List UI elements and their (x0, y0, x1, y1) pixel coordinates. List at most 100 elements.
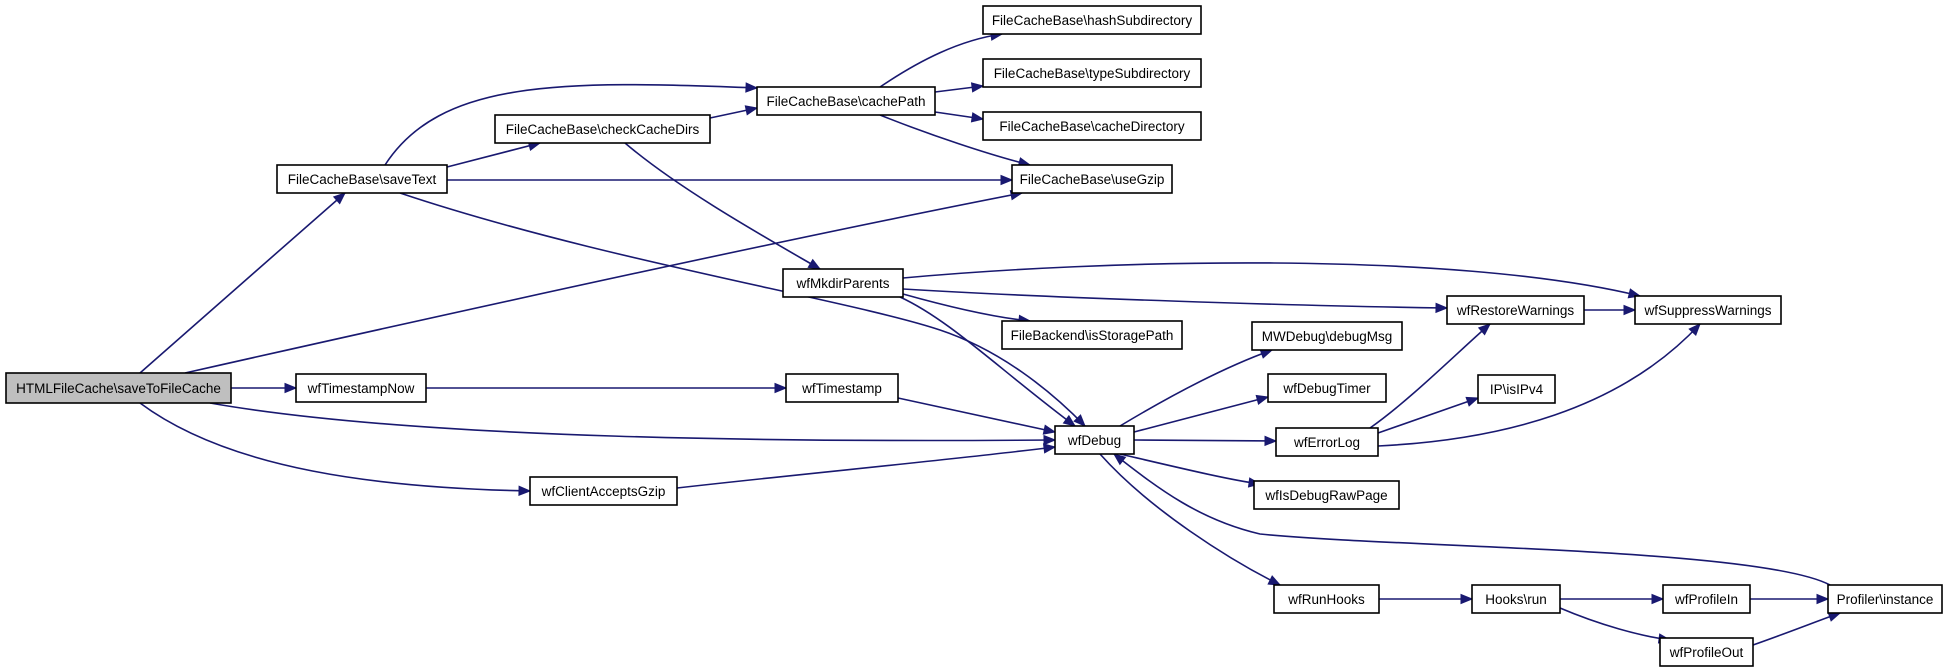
node-wfProfileIn[interactable]: wfProfileIn (1662, 584, 1751, 614)
arrowhead-icon (1062, 414, 1077, 427)
node-box[interactable] (785, 373, 899, 403)
edge-wfRestoreWarnings-to-wfSuppressWarnings (1584, 304, 1637, 316)
node-wfMkdirParents[interactable]: wfMkdirParents (782, 268, 904, 298)
node-box[interactable] (1273, 584, 1380, 614)
node-wfRunHooks[interactable]: wfRunHooks (1273, 584, 1380, 614)
arrowhead-icon (970, 112, 985, 123)
edge-saveText-to-useGzip (447, 174, 1014, 186)
node-box[interactable] (1251, 321, 1403, 351)
node-hooksRun[interactable]: Hooks\run (1471, 584, 1561, 614)
edge-line (1377, 323, 1701, 447)
node-typeSubdirectory[interactable]: FileCacheBase\typeSubdirectory (982, 58, 1202, 88)
arrowhead-icon (1043, 434, 1057, 446)
edge-line (209, 402, 1056, 442)
node-wfIsDebugRawPage[interactable]: wfIsDebugRawPage (1253, 480, 1400, 510)
edge-line (1113, 453, 1831, 586)
node-saveText[interactable]: FileCacheBase\saveText (276, 164, 448, 194)
node-label: HTMLFileCache\saveToFileCache (16, 381, 221, 396)
node-box[interactable] (295, 373, 427, 403)
arrowhead-icon (284, 382, 298, 394)
edge-wfClientAcceptsGzip-to-wfDebug (676, 443, 1057, 489)
edge-line (1119, 453, 1261, 485)
node-label: wfTimestamp (801, 381, 882, 396)
edge-line (902, 262, 1641, 297)
arrowhead-icon (1000, 174, 1014, 186)
edge-wfMkdirParents-to-wfSuppressWarnings (902, 262, 1642, 299)
edge-wfDebug-to-wfDebugTimer (1133, 394, 1270, 433)
edge-cachePath-to-cacheDirectory (934, 111, 985, 123)
edge-saveToFileCache-to-wfClientAcceptsGzip (139, 402, 532, 497)
edge-line (1752, 612, 1841, 646)
node-wfDebug[interactable]: wfDebug (1054, 425, 1135, 455)
edge-wfErrorLog-to-wfRestoreWarnings (1369, 323, 1491, 429)
node-label: wfDebug (1067, 433, 1121, 448)
arrowhead-icon (1477, 323, 1491, 336)
node-box[interactable] (1477, 374, 1556, 404)
node-cachePath[interactable]: FileCacheBase\cachePath (756, 86, 936, 116)
edge-line (1559, 607, 1671, 641)
node-box[interactable] (494, 114, 711, 144)
edge-line (184, 192, 1023, 374)
edge-wfMkdirParents-to-wfRestoreWarnings (902, 288, 1449, 314)
node-label: FileCacheBase\typeSubdirectory (994, 66, 1191, 81)
node-wfProfileOut[interactable]: wfProfileOut (1659, 637, 1754, 667)
edge-wfProfileIn-to-profilerInstance (1750, 593, 1830, 605)
node-box[interactable] (1446, 295, 1585, 325)
arrowhead-icon (807, 258, 822, 270)
node-useGzip[interactable]: FileCacheBase\useGzip (1011, 164, 1173, 194)
node-wfClientAcceptsGzip[interactable]: wfClientAcceptsGzip (529, 476, 678, 506)
node-box[interactable] (1827, 584, 1943, 614)
node-box[interactable] (1471, 584, 1561, 614)
node-box[interactable] (756, 86, 936, 116)
node-label: wfMkdirParents (795, 276, 889, 291)
edge-profilerInstance-to-wfDebug (1112, 453, 1831, 586)
node-saveToFileCache[interactable]: HTMLFileCache\saveToFileCache (5, 372, 232, 404)
edge-wfDebug-to-wfIsDebugRawPage (1119, 453, 1262, 488)
node-label: wfClientAcceptsGzip (541, 484, 666, 499)
arrowhead-icon (1267, 575, 1282, 586)
arrowhead-icon (1042, 443, 1057, 454)
arrowhead-icon (1264, 435, 1278, 447)
node-box[interactable] (1275, 427, 1379, 457)
arrowhead-icon (1435, 302, 1449, 314)
node-profilerInstance[interactable]: Profiler\instance (1827, 584, 1943, 614)
node-box[interactable] (1054, 425, 1135, 455)
node-box[interactable] (982, 58, 1202, 88)
edge-line (676, 446, 1056, 489)
edge-wfDebug-to-debugMsg (1119, 348, 1274, 427)
node-wfSuppressWarnings[interactable]: wfSuppressWarnings (1634, 295, 1782, 325)
node-box[interactable] (529, 476, 678, 506)
node-wfRestoreWarnings[interactable]: wfRestoreWarnings (1446, 295, 1585, 325)
node-label: wfSuppressWarnings (1643, 303, 1771, 318)
edge-checkCacheDirs-to-wfMkdirParents (624, 142, 822, 270)
node-wfErrorLog[interactable]: wfErrorLog (1275, 427, 1379, 457)
node-box[interactable] (1659, 637, 1754, 667)
node-isStoragePath[interactable]: FileBackend\isStoragePath (1001, 320, 1183, 350)
node-wfDebugTimer[interactable]: wfDebugTimer (1267, 373, 1387, 403)
node-checkCacheDirs[interactable]: FileCacheBase\checkCacheDirs (494, 114, 711, 144)
edge-line (446, 142, 541, 168)
node-isIPv4[interactable]: IP\isIPv4 (1477, 374, 1556, 404)
node-box[interactable] (982, 111, 1202, 141)
node-box[interactable] (1267, 373, 1387, 403)
node-box[interactable] (1253, 480, 1400, 510)
node-box[interactable] (5, 372, 232, 404)
node-box[interactable] (982, 5, 1202, 35)
node-box[interactable] (1001, 320, 1183, 350)
edge-line (1133, 396, 1269, 433)
arrowhead-icon (1623, 304, 1637, 316)
node-box[interactable] (1662, 584, 1751, 614)
arrowhead-icon (518, 485, 532, 497)
node-wfTimestampNow[interactable]: wfTimestampNow (295, 373, 427, 403)
edge-wfProfileOut-to-profilerInstance (1752, 611, 1842, 646)
node-cacheDirectory[interactable]: FileCacheBase\cacheDirectory (982, 111, 1202, 141)
node-box[interactable] (782, 268, 904, 298)
node-hashSubdirectory[interactable]: FileCacheBase\hashSubdirectory (982, 5, 1202, 35)
node-box[interactable] (1011, 164, 1173, 194)
node-box[interactable] (276, 164, 448, 194)
node-debugMsg[interactable]: MWDebug\debugMsg (1251, 321, 1403, 351)
node-box[interactable] (1634, 295, 1782, 325)
edge-line (879, 33, 1003, 88)
arrowhead-icon (745, 82, 759, 93)
node-wfTimestamp[interactable]: wfTimestamp (785, 373, 899, 403)
